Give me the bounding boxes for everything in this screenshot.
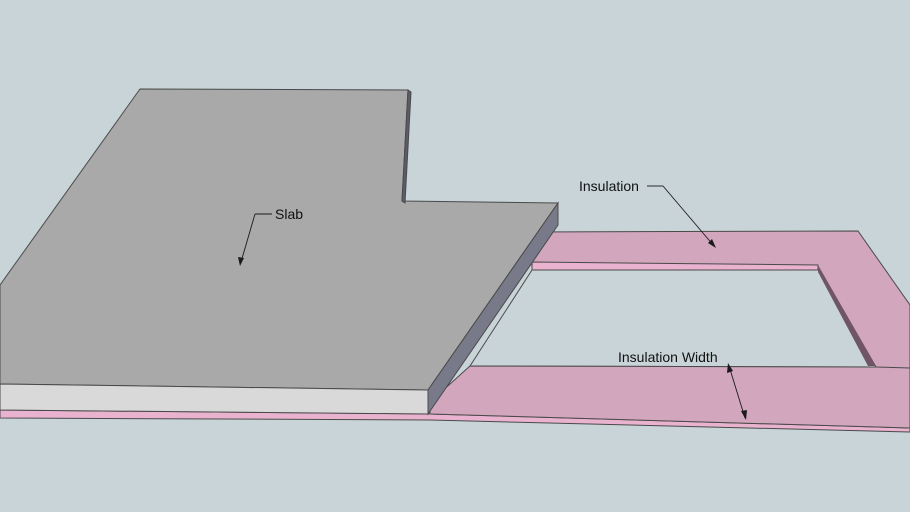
slab-notch-wall xyxy=(401,89,412,204)
insulation-frame xyxy=(0,230,910,433)
insulation-width-arrowhead-bottom xyxy=(741,410,747,420)
slab-front-face xyxy=(0,383,429,415)
insulation-width-arrowhead-top xyxy=(727,363,733,373)
insulation-callout: Insulation xyxy=(579,178,716,248)
insulation-leader-line-diagonal xyxy=(662,185,715,247)
slab-label: Slab xyxy=(275,206,303,222)
slab-arrowhead xyxy=(238,257,244,266)
slab xyxy=(0,88,559,416)
insulation-width-dimension-line xyxy=(728,365,746,419)
insulation-width-label: Insulation Width xyxy=(618,349,718,365)
slab-callout: Slab xyxy=(238,206,303,266)
insulation-cutout-side-wall xyxy=(818,265,876,366)
insulation-label: Insulation xyxy=(579,178,639,194)
slab-leader-line-diagonal xyxy=(240,213,256,263)
insulation-arrowhead xyxy=(708,239,716,248)
insulation-width-callout: Insulation Width xyxy=(618,349,747,420)
